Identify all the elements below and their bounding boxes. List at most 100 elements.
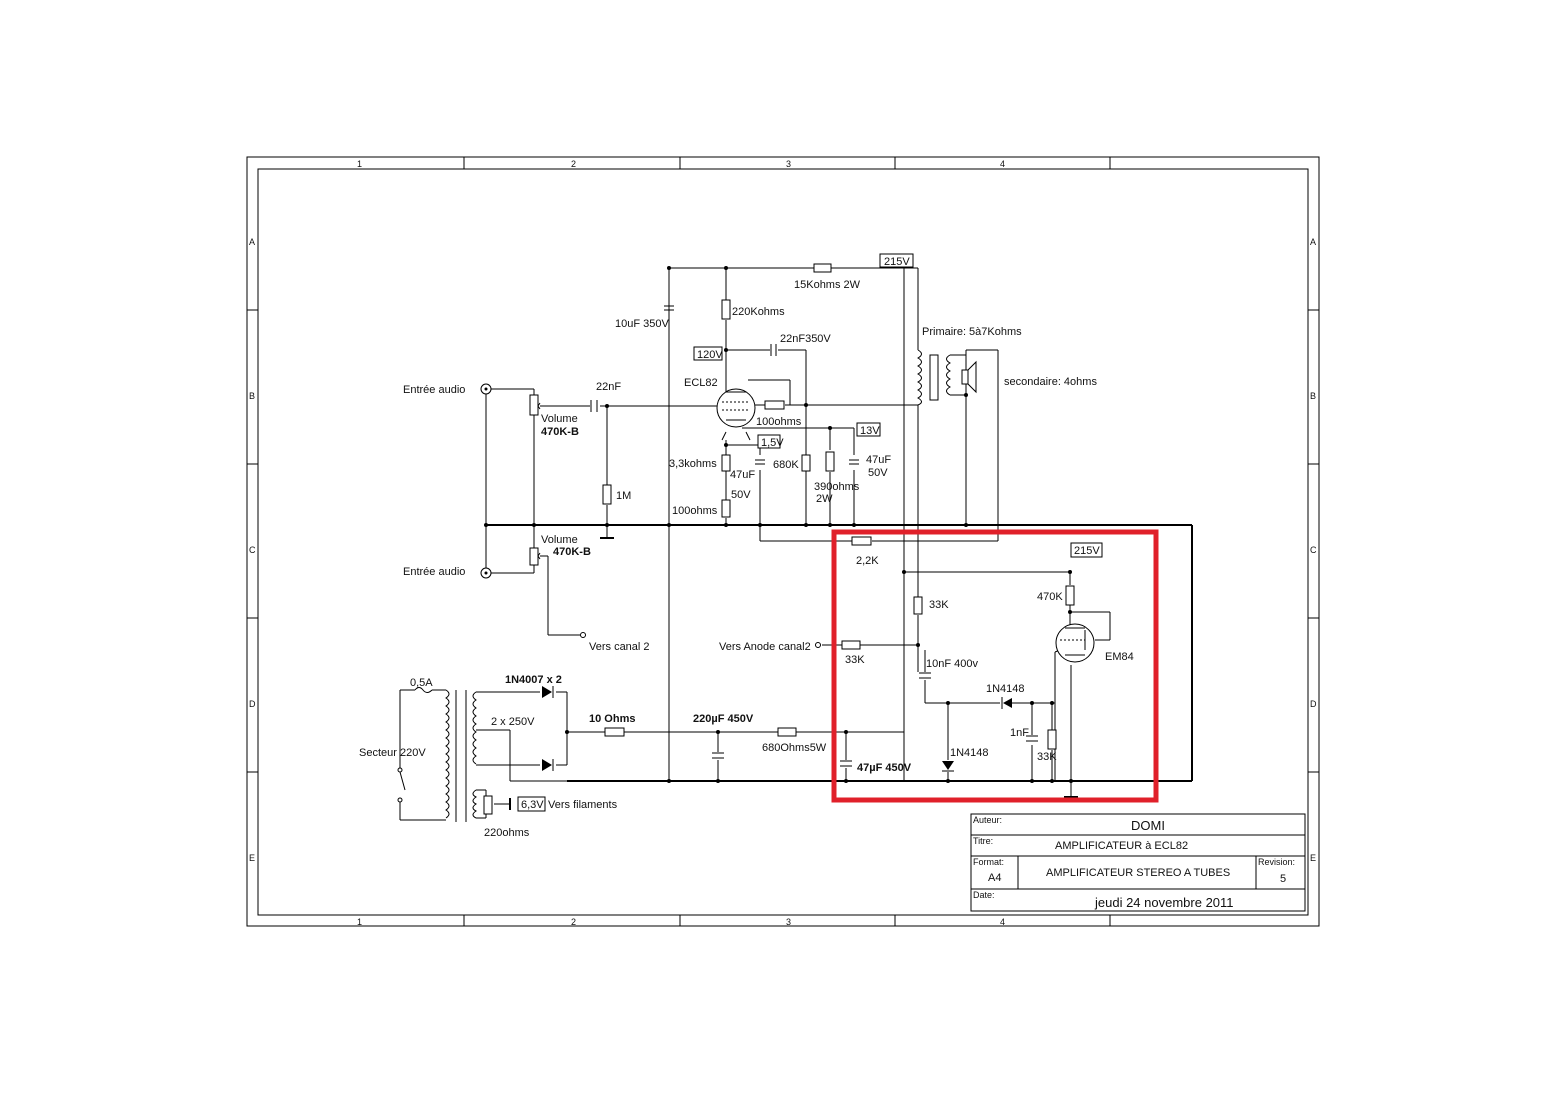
resistor-100ohms-cathode [721,499,731,518]
label-2x250v: 2 x 250V [491,716,535,728]
label-680ohms-5w: 680Ohms5W [762,742,827,754]
label-220k: 220Kohms [732,306,785,318]
diode-1n4007-a [542,686,554,698]
capacitor-10nf [919,672,931,679]
potentiometer-volume-2 [529,547,539,566]
label-entree-audio-2: Entrée audio [403,566,465,578]
row-label-left-a: A [249,237,255,247]
row-label-right-e: E [1310,853,1316,863]
resistor-2k2 [851,536,872,546]
label-secondaire: secondaire: 4ohms [1004,376,1097,388]
row-label-left-b: B [249,391,255,401]
capacitor-47uf-450v [840,760,852,767]
label-47uf-a: 47uF [730,469,755,481]
highlight-box-vu-meter [831,529,1159,803]
label-22nf: 22nF [596,381,621,393]
capacitor-47uf-b [849,459,859,465]
resistor-10ohms [604,727,625,737]
label-390ohms: 390ohms [814,481,860,493]
potentiometer-volume-1 [529,394,539,416]
mains-switch [397,767,406,803]
label-fuse-0-5a: 0,5A [410,677,433,689]
label-pot-470k-2: 470K-B [553,546,591,558]
junction-dots [484,266,1073,783]
title-block-title: AMPLIFICATEUR à ECL82 [1055,840,1188,852]
em84-tube [1055,623,1095,663]
audio-input-jack-1 [480,383,492,395]
resistor-1m [602,484,612,505]
title-block-author: DOMI [1131,818,1165,833]
label-vers-filaments: Vers filaments [548,799,618,811]
label-volume-1: Volume [541,413,578,425]
label-em84: EM84 [1105,651,1134,663]
capacitor-47uf-a [755,459,765,465]
pot-wiper-1 [537,402,545,410]
label-33k-b: 33K [845,654,865,666]
label-1m: 1M [616,490,631,502]
col-label-bottom-3: 3 [786,917,791,927]
row-label-right-a: A [1310,237,1316,247]
label-10-ohms: 10 Ohms [589,713,635,725]
title-block: Auteur: DOMI Titre: AMPLIFICATEUR à ECL8… [970,813,1306,912]
label-47uf-b: 47uF [866,454,891,466]
title-block-format-label: Format: [973,857,1004,867]
label-vers-anode-canal2: Vers Anode canal2 [719,641,811,653]
diode-1n4148-a [1001,697,1012,709]
title-block-subtitle: AMPLIFICATEUR STEREO A TUBES [1046,867,1230,879]
label-100ohms-cathode: 100ohms [672,505,718,517]
connector-vers-anode [815,642,821,648]
label-1-5v: 1,5V [761,437,784,449]
resistor-100ohms-grid [764,400,785,410]
connector-vers-canal2 [580,632,586,638]
resistor-33k-a [913,596,923,615]
col-label-bottom-4: 4 [1000,917,1005,927]
col-label-top-4: 4 [1000,159,1005,169]
power-transformer [445,689,477,822]
audio-input-jack-2 [480,567,492,579]
title-block-revision-label: Revision: [1258,857,1295,867]
components [397,263,1095,822]
label-33k-c: 33K [1037,751,1057,763]
resistor-3k3 [721,454,731,472]
label-680k: 680K [773,459,799,471]
label-13v: 13V [860,425,880,437]
label-2-2k: 2,2K [856,555,879,567]
output-transformer [916,349,952,406]
label-entree-audio-1: Entrée audio [403,384,465,396]
label-1n4148-a: 1N4148 [986,683,1025,695]
resistor-680k [801,454,811,472]
row-label-right-d: D [1310,699,1317,709]
label-ecl82: ECL82 [684,377,718,389]
label-6-3v: 6,3V [521,799,544,811]
resistor-15k [813,263,832,273]
label-220uf-450v: 220µF 450V [693,713,754,725]
label-33k-a: 33K [929,599,949,611]
fuse [414,687,433,693]
ecl82-tube [716,388,756,441]
label-15k: 15Kohms 2W [794,279,861,291]
resistor-33k-b [841,640,861,650]
resistor-220k [721,299,731,320]
label-215v-top: 215V [884,256,910,268]
label-100ohms-grid: 100ohms [756,416,802,428]
capacitor-220uf [712,752,724,759]
capacitor-10uf [664,305,674,311]
row-label-left-d: D [249,699,256,709]
col-label-bottom-2: 2 [571,917,576,927]
resistor-220ohms [483,795,493,815]
label-470k: 470K [1037,591,1063,603]
label-3-3kohms: 3,3kohms [669,458,717,470]
label-22nf-350v: 22nF350V [780,333,831,345]
col-label-top-2: 2 [571,159,576,169]
label-50v-b: 50V [868,467,888,479]
row-label-left-e: E [249,853,255,863]
label-220ohms: 220ohms [484,827,530,839]
row-label-left-c: C [249,545,256,555]
title-block-date-label: Date: [973,890,995,900]
label-primaire: Primaire: 5à7Kohms [922,326,1022,338]
label-vers-canal2: Vers canal 2 [589,641,650,653]
label-1n4007: 1N4007 x 2 [505,674,562,686]
drawing-frame: 1 2 3 4 1 2 3 4 A B C D E A B C D E [246,156,1320,927]
diode-1n4007-b [542,759,554,771]
